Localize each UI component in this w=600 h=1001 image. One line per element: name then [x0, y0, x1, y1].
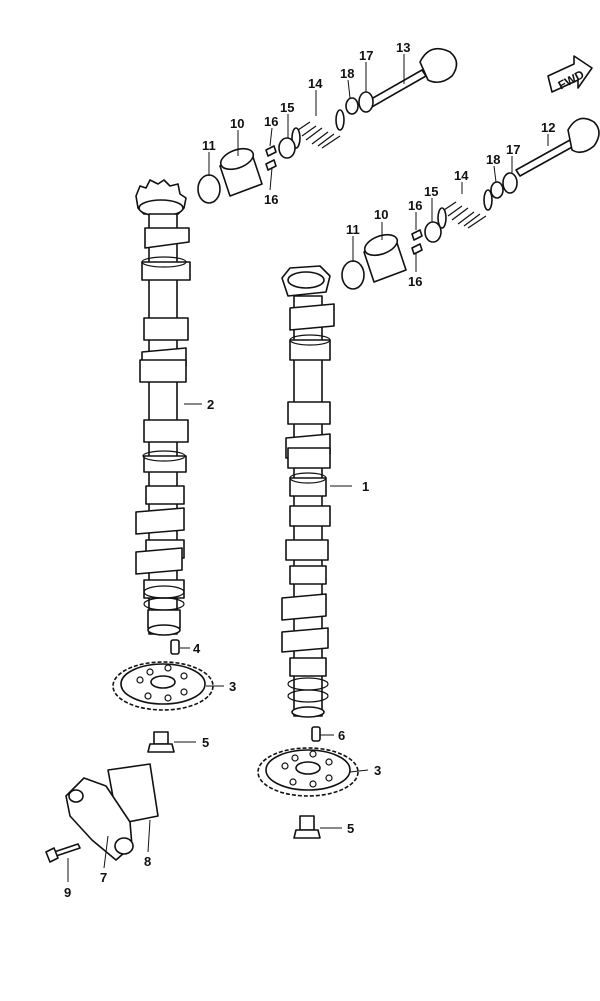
cover-bolt: [45, 843, 81, 863]
callout-sprocket-upper: 3: [229, 679, 236, 694]
retainer-upper: [278, 137, 296, 159]
callout-shim-lower: 11: [346, 222, 360, 237]
callout-seat-lower: 17: [506, 142, 520, 157]
callout-cotter-upper-b: 16: [264, 192, 278, 207]
sprocket-upper: [112, 661, 214, 711]
callout-bolt-upper: 5: [202, 735, 209, 750]
pin-lower: [311, 726, 321, 742]
callout-sprocket-lower: 3: [374, 763, 381, 778]
callout-tappet-upper: 10: [230, 116, 244, 131]
camshaft-exhaust: [281, 265, 335, 718]
retainer-lower: [424, 221, 442, 243]
callout-valve-upper: 13: [396, 40, 410, 55]
valve-seat-upper: [358, 91, 374, 113]
callout-valve-lower: 12: [541, 120, 555, 135]
cotter-upper-a: [265, 145, 277, 157]
valve-seal-upper: [345, 97, 359, 115]
callout-camshaft-intake: 2: [207, 397, 214, 412]
callout-cotter-lower-b: 16: [408, 274, 422, 289]
callout-gasket: 8: [144, 854, 151, 869]
callout-cover: 7: [100, 870, 107, 885]
valve-spring-lower: [437, 189, 493, 229]
callout-seal-upper: 18: [340, 66, 354, 81]
bolt-upper: [147, 731, 175, 753]
valve-lower: [515, 117, 600, 177]
callout-cover-bolt: 9: [64, 885, 71, 900]
callout-spring-lower: 14: [454, 168, 469, 183]
camshaft-intake: [135, 179, 191, 636]
sprocket-lower: [257, 747, 359, 797]
callout-cotter-upper-a: 16: [264, 114, 278, 129]
callout-shim-upper: 11: [202, 138, 216, 153]
bolt-lower: [293, 815, 321, 839]
cotter-lower-b: [411, 243, 423, 255]
valve-spring-upper: [291, 109, 345, 149]
callout-spring-upper: 14: [308, 76, 323, 91]
callout-retainer-lower: 15: [424, 184, 438, 199]
fwd-direction-badge: FWD: [547, 55, 593, 93]
callout-pin-upper: 4: [193, 641, 201, 656]
tappet-upper: [219, 147, 263, 197]
callout-pin-lower: 6: [338, 728, 345, 743]
valve-seat-lower: [502, 172, 518, 194]
callout-tappet-lower: 10: [374, 207, 388, 222]
valve-upper: [365, 47, 458, 109]
callout-retainer-upper: 15: [280, 100, 294, 115]
cotter-upper-b: [265, 159, 277, 171]
callout-camshaft-exhaust: 1: [362, 479, 369, 494]
pin-upper: [170, 639, 180, 655]
callout-cotter-lower-a: 16: [408, 198, 422, 213]
cover: [65, 777, 134, 861]
callout-seat-upper: 17: [359, 48, 373, 63]
shim-upper: [197, 174, 221, 204]
shim-lower: [341, 260, 365, 290]
callout-seal-lower: 18: [486, 152, 500, 167]
valve-seal-lower: [490, 181, 504, 199]
leader-lines: [67, 54, 549, 882]
tappet-lower: [363, 233, 407, 283]
cotter-lower-a: [411, 229, 423, 241]
callout-bolt-lower: 5: [347, 821, 354, 836]
